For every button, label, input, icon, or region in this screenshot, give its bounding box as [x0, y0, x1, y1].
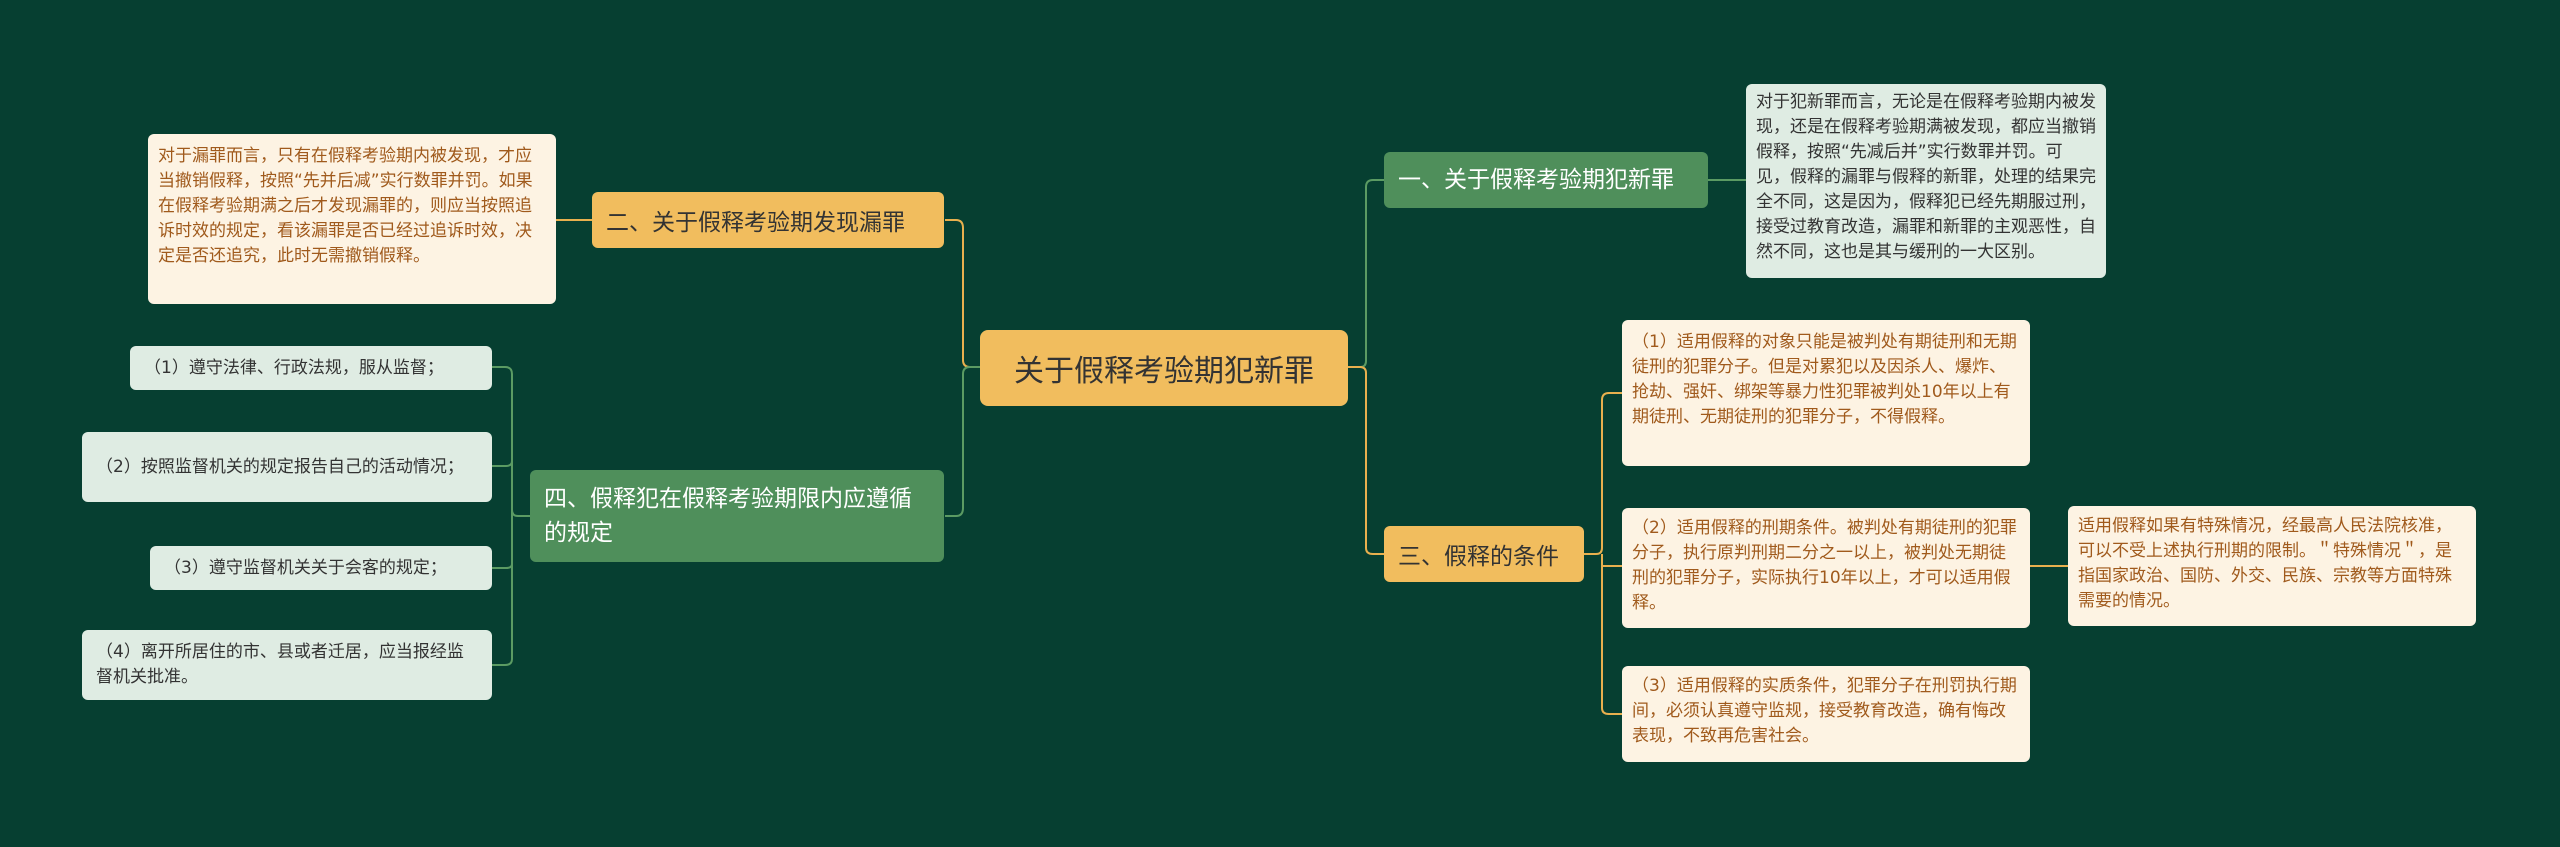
link-root-b2 [945, 219, 980, 368]
root-topic[interactable]: 关于假释考验期犯新罪 [980, 330, 1348, 406]
link-root-b1 [1348, 179, 1384, 368]
rule-item: （2）按照监督机关的规定报告自己的活动情况； [82, 432, 492, 502]
new-crime-detail: 对于犯新罪而言，无论是在假释考验期内被发现，还是在假释考验期满被发现，都应当撤销… [1746, 84, 2106, 278]
branch-omitted-crime[interactable]: 二、关于假释考验期发现漏罪 [592, 192, 944, 248]
rule-item: （4）离开所居住的市、县或者迁居，应当报经监督机关批准。 [82, 630, 492, 700]
link-root-b4 [945, 366, 980, 517]
branch-parole-conditions[interactable]: 三、假释的条件 [1384, 526, 1584, 582]
link-b4-rules [492, 366, 530, 666]
branch-new-crime[interactable]: 一、关于假释考验期犯新罪 [1384, 152, 1708, 208]
branch-parole-rules[interactable]: 四、假释犯在假释考验期限内应遵循的规定 [530, 470, 944, 562]
link-b3-conditions [1584, 392, 1622, 715]
condition-item: （3）适用假释的实质条件，犯罪分子在刑罚执行期间，必须认真遵守监规，接受教育改造… [1622, 666, 2030, 762]
omitted-crime-detail: 对于漏罪而言，只有在假释考验期内被发现，才应当撤销假释，按照“先并后减”实行数罪… [148, 134, 556, 304]
condition-item: （2）适用假释的刑期条件。被判处有期徒刑的犯罪分子，执行原判刑期二分之一以上，被… [1622, 508, 2030, 628]
rule-item: （1）遵守法律、行政法规，服从监督； [130, 346, 492, 390]
link-root-b3 [1348, 366, 1384, 555]
special-circumstance-note: 适用假释如果有特殊情况，经最高人民法院核准，可以不受上述执行刑期的限制。＂特殊情… [2068, 506, 2476, 626]
rule-item: （3）遵守监督机关关于会客的规定； [150, 546, 492, 590]
condition-item: （1）适用假释的对象只能是被判处有期徒刑和无期徒刑的犯罪分子。但是对累犯以及因杀… [1622, 320, 2030, 466]
